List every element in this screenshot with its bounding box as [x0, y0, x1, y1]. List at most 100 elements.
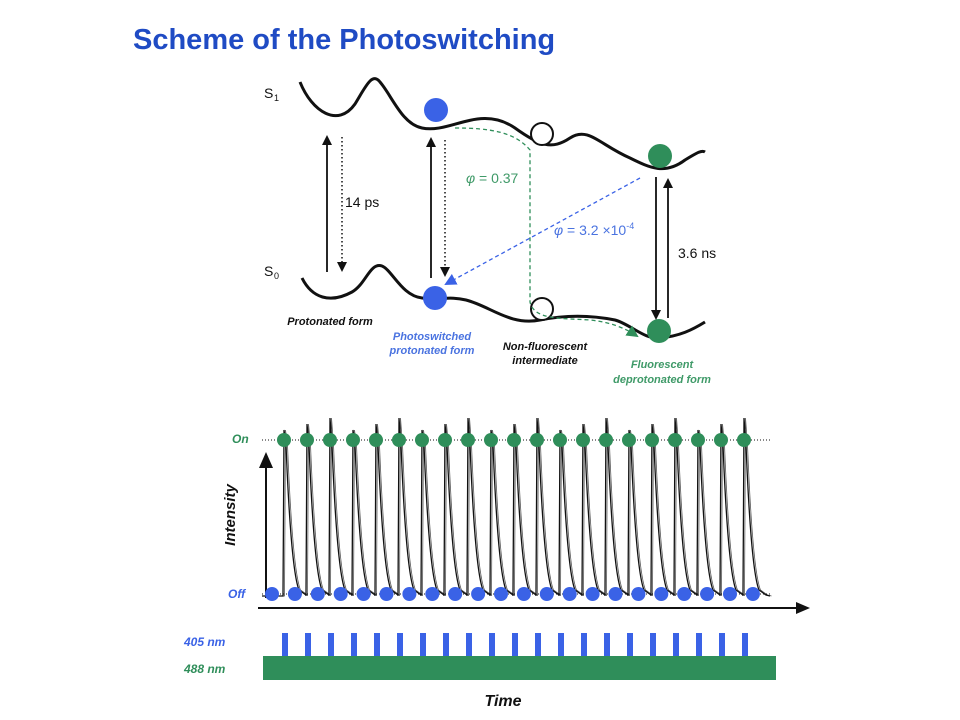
- off-state-dot: [402, 587, 417, 601]
- on-label: On: [232, 432, 249, 446]
- off-state-dot: [723, 587, 737, 601]
- lifetime-fluorescent: 3.6 ns: [678, 245, 716, 261]
- intermediate-molecule-s0: [530, 297, 554, 321]
- off-state-dot: [700, 587, 715, 601]
- s1-potential-curve: [298, 77, 706, 171]
- off-state-dot: [516, 587, 531, 601]
- on-state-dot: [323, 433, 337, 447]
- intensity-trace: [262, 417, 772, 597]
- laser-405-pulses: [282, 633, 748, 656]
- laser-405-pulse: [420, 633, 426, 656]
- on-state-dot: [346, 433, 360, 447]
- label-fluorescent-line1: Fluorescent: [631, 359, 695, 371]
- s0-subscript: 0: [274, 271, 279, 281]
- green-molecule-s0: [647, 319, 671, 343]
- label-protonated-form: Protonated form: [287, 316, 373, 328]
- on-state-dot: [668, 433, 682, 447]
- lifetime-protonated: 14 ps: [345, 194, 379, 210]
- switch-on-path: [454, 127, 639, 338]
- off-state-dot: [425, 587, 440, 601]
- svg-text:φ = 3.2 ×10-4: φ = 3.2 ×10-4: [554, 221, 634, 238]
- green-molecule-s1: [648, 144, 672, 168]
- off-state-dot: [745, 587, 760, 601]
- on-state-dot: [576, 433, 590, 447]
- on-state-dot: [599, 433, 613, 447]
- trace-line: [262, 417, 771, 597]
- laser-405-pulse: [742, 633, 748, 656]
- on-state-dot: [530, 433, 544, 447]
- laser-405-pulse: [673, 633, 679, 656]
- label-photoswitched-line2: protonated form: [389, 345, 475, 357]
- laser-405-pulse: [535, 633, 541, 656]
- on-state-dot: [737, 433, 751, 447]
- off-state-dot: [310, 587, 325, 601]
- off-state-dot: [333, 587, 348, 601]
- on-state-dot: [369, 433, 383, 447]
- off-state-dots: [265, 587, 760, 601]
- on-state-dot: [691, 433, 705, 447]
- s0-label: S: [264, 263, 273, 279]
- quantum-yield-off: = 3.2 ×10: [563, 222, 626, 238]
- on-state-dot: [714, 433, 728, 447]
- on-state-dot: [438, 433, 452, 447]
- quantum-yield-off-exponent: -4: [626, 221, 634, 231]
- s1-label: S: [264, 85, 273, 101]
- laser-405-pulse: [558, 633, 564, 656]
- laser-488-bar: [263, 656, 776, 680]
- intensity-label: Intensity: [222, 484, 239, 546]
- laser-405-pulse: [604, 633, 610, 656]
- off-state-dot: [494, 587, 508, 601]
- on-state-dot: [461, 433, 475, 447]
- laser-405-pulse: [650, 633, 656, 656]
- label-fluorescent-line2: deprotonated form: [613, 374, 711, 386]
- quantum-yield-on: = 0.37: [475, 170, 518, 186]
- on-state-dot: [645, 433, 659, 447]
- off-state-dot: [287, 587, 302, 601]
- on-state-dot: [300, 433, 314, 447]
- on-state-dot: [507, 433, 521, 447]
- off-state-dot: [356, 587, 371, 601]
- off-state-dot: [265, 587, 279, 601]
- off-state-dot: [539, 587, 554, 601]
- switch-off-path: [444, 177, 641, 285]
- svg-text:φ = 0.37: φ = 0.37: [466, 170, 519, 186]
- s1-subscript: 1: [274, 93, 279, 103]
- laser-405-pulse: [696, 633, 702, 656]
- on-state-dots: [277, 433, 751, 447]
- label-intermediate-line1: Non-fluorescent: [503, 341, 589, 353]
- laser-405-label: 405 nm: [183, 635, 226, 649]
- off-state-dot: [654, 587, 669, 601]
- intermediate-molecule-s1: [530, 122, 554, 146]
- off-state-dot: [562, 587, 577, 601]
- on-state-dot: [484, 433, 498, 447]
- on-state-dot: [622, 433, 636, 447]
- off-state-dot: [631, 587, 646, 601]
- laser-405-pulse: [627, 633, 633, 656]
- on-state-dot: [277, 433, 291, 447]
- trace-line-echo: [263, 417, 772, 597]
- laser-405-pulse: [443, 633, 449, 656]
- laser-405-pulse: [305, 633, 311, 656]
- on-state-dot: [392, 433, 406, 447]
- off-state-dot: [608, 587, 623, 601]
- laser-405-pulse: [282, 633, 288, 656]
- phi-symbol-off: φ: [554, 222, 563, 238]
- s0-potential-curve: [300, 264, 706, 340]
- label-intermediate-line2: intermediate: [512, 355, 577, 367]
- laser-405-pulse: [328, 633, 334, 656]
- off-state-dot: [448, 587, 463, 601]
- off-state-dot: [379, 587, 394, 601]
- laser-405-pulse: [489, 633, 495, 656]
- off-state-dot: [677, 587, 692, 601]
- laser-488-label: 488 nm: [183, 662, 226, 676]
- intensity-axis-arrowhead: [259, 452, 273, 468]
- on-state-dot: [553, 433, 567, 447]
- laser-405-pulse: [719, 633, 725, 656]
- laser-405-pulse: [397, 633, 403, 656]
- time-axis-arrowhead: [796, 602, 810, 614]
- laser-405-pulse: [512, 633, 518, 656]
- time-label: Time: [484, 693, 521, 710]
- laser-405-pulse: [466, 633, 472, 656]
- blue-molecule-s0: [423, 286, 447, 310]
